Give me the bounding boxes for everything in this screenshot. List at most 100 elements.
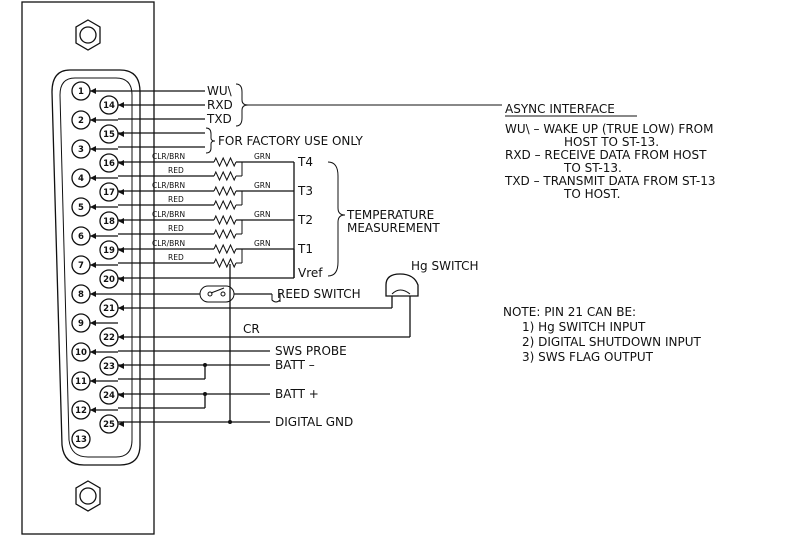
pin-number: 19 — [103, 246, 115, 256]
switch-wiring — [118, 264, 419, 424]
cr-label: CR — [243, 322, 260, 336]
pin-2: 2 — [71, 110, 118, 130]
async-line-4: TO ST-13. — [563, 161, 622, 175]
hg-switch-label: Hg SWITCH — [411, 259, 479, 273]
pin-number: 2 — [78, 116, 84, 126]
pin-24: 24 — [99, 385, 124, 405]
mounting-nut-bottom — [75, 480, 101, 512]
tap-label: T2 — [297, 213, 313, 227]
thermistor-stage: CLR/BRN RED GRN T4 — [118, 152, 313, 191]
pin-6: 6 — [71, 226, 118, 246]
note-title: NOTE: PIN 21 CAN BE: — [503, 305, 636, 319]
pin-20: 20 — [99, 269, 124, 289]
thermistor-stage: CLR/BRN RED GRN T2 — [118, 210, 313, 249]
grn-label: GRN — [254, 210, 271, 219]
grn-label: GRN — [254, 239, 271, 248]
pin-10: 10 — [71, 342, 118, 362]
connector-flange — [21, 1, 155, 535]
wu-label: WU\ — [207, 84, 233, 98]
note-item-3: 3) SWS FLAG OUTPUT — [522, 350, 654, 364]
clr-brn-label: CLR/BRN — [152, 239, 185, 248]
thermistor-stage: CLR/BRN RED GRN T1 — [118, 239, 313, 278]
mounting-nut-top — [75, 19, 101, 51]
async-line-5: TXD – TRANSMIT DATA FROM ST-13 — [504, 174, 715, 188]
async-line-2: HOST TO ST-13. — [564, 135, 659, 149]
pin-7: 7 — [71, 255, 118, 275]
pin-number: 6 — [78, 232, 84, 242]
pin-number: 23 — [103, 362, 115, 372]
factory-label: FOR FACTORY USE ONLY — [218, 134, 363, 148]
pin-number: 7 — [78, 261, 84, 271]
pin-number: 24 — [103, 391, 115, 401]
pin-number: 8 — [78, 290, 84, 300]
digital-gnd-label: DIGITAL GND — [275, 415, 353, 429]
pin-13: 13 — [71, 429, 91, 449]
sws-probe-label: SWS PROBE — [275, 344, 347, 358]
tap-label: T1 — [297, 242, 313, 256]
pin-16: 16 — [99, 153, 124, 173]
red-label: RED — [168, 224, 184, 233]
pin-number: 1 — [78, 87, 84, 97]
red-label: RED — [168, 195, 184, 204]
pin-8: 8 — [71, 284, 118, 304]
batt-minus-label: BATT – — [275, 358, 315, 372]
rxd-label: RXD — [207, 98, 233, 112]
pin-number: 15 — [103, 130, 115, 140]
pin-number: 20 — [103, 275, 115, 285]
pin-number: 13 — [75, 435, 87, 445]
async-wires — [118, 83, 502, 154]
batt-plus-label: BATT + — [275, 387, 319, 401]
vref-label: Vref — [298, 266, 323, 280]
pin-number: 16 — [103, 159, 115, 169]
pin-number: 9 — [78, 319, 84, 329]
pin-number: 17 — [103, 188, 115, 198]
grn-label: GRN — [254, 181, 271, 190]
pin-9: 9 — [71, 313, 118, 333]
pin-number: 21 — [103, 304, 115, 314]
pin-number: 18 — [103, 217, 115, 227]
pin-number: 3 — [78, 145, 84, 155]
note-item-2: 2) DIGITAL SHUTDOWN INPUT — [522, 335, 701, 349]
pin-number: 4 — [78, 174, 84, 184]
pin-4: 4 — [71, 168, 118, 188]
async-line-3: RXD – RECEIVE DATA FROM HOST — [505, 148, 707, 162]
pin-number: 10 — [75, 348, 87, 358]
async-line-6: TO HOST. — [563, 187, 620, 201]
pin-11: 11 — [71, 371, 118, 391]
pin-1: 1 — [71, 81, 118, 101]
grn-label: GRN — [254, 152, 271, 161]
note-item-1: 1) Hg SWITCH INPUT — [522, 320, 646, 334]
clr-brn-label: CLR/BRN — [152, 152, 185, 161]
pin-number: 14 — [103, 101, 115, 111]
tap-label: T3 — [297, 184, 313, 198]
pin-number: 11 — [75, 377, 87, 387]
measurement-label: MEASUREMENT — [347, 221, 440, 235]
txd-label: TXD — [206, 112, 232, 126]
pin-number: 22 — [103, 333, 115, 343]
pin-number: 5 — [78, 203, 84, 213]
pin-group: 1234567891011121314151617181920212223242… — [71, 81, 124, 449]
pin-19: 19 — [99, 240, 124, 260]
red-label: RED — [168, 253, 184, 262]
async-line-1: WU\ – WAKE UP (TRUE LOW) FROM — [505, 122, 713, 136]
tap-label: T4 — [297, 155, 313, 169]
temperature-label: TEMPERATURE — [346, 208, 434, 222]
vref-tap: Vref — [118, 249, 323, 280]
pin-18: 18 — [99, 211, 124, 231]
red-label: RED — [168, 166, 184, 175]
pin-number: 12 — [75, 406, 87, 416]
pin-3: 3 — [71, 139, 118, 159]
pin-5: 5 — [71, 197, 118, 217]
pin-15: 15 — [99, 124, 124, 144]
pin-25: 25 — [99, 414, 124, 434]
pin-23: 23 — [99, 356, 124, 376]
pin-12: 12 — [71, 400, 118, 420]
pin-17: 17 — [99, 182, 124, 202]
reed-switch-label: REED SWITCH — [277, 287, 361, 301]
async-title: ASYNC INTERFACE — [505, 102, 615, 116]
temperature-brace — [327, 161, 346, 277]
